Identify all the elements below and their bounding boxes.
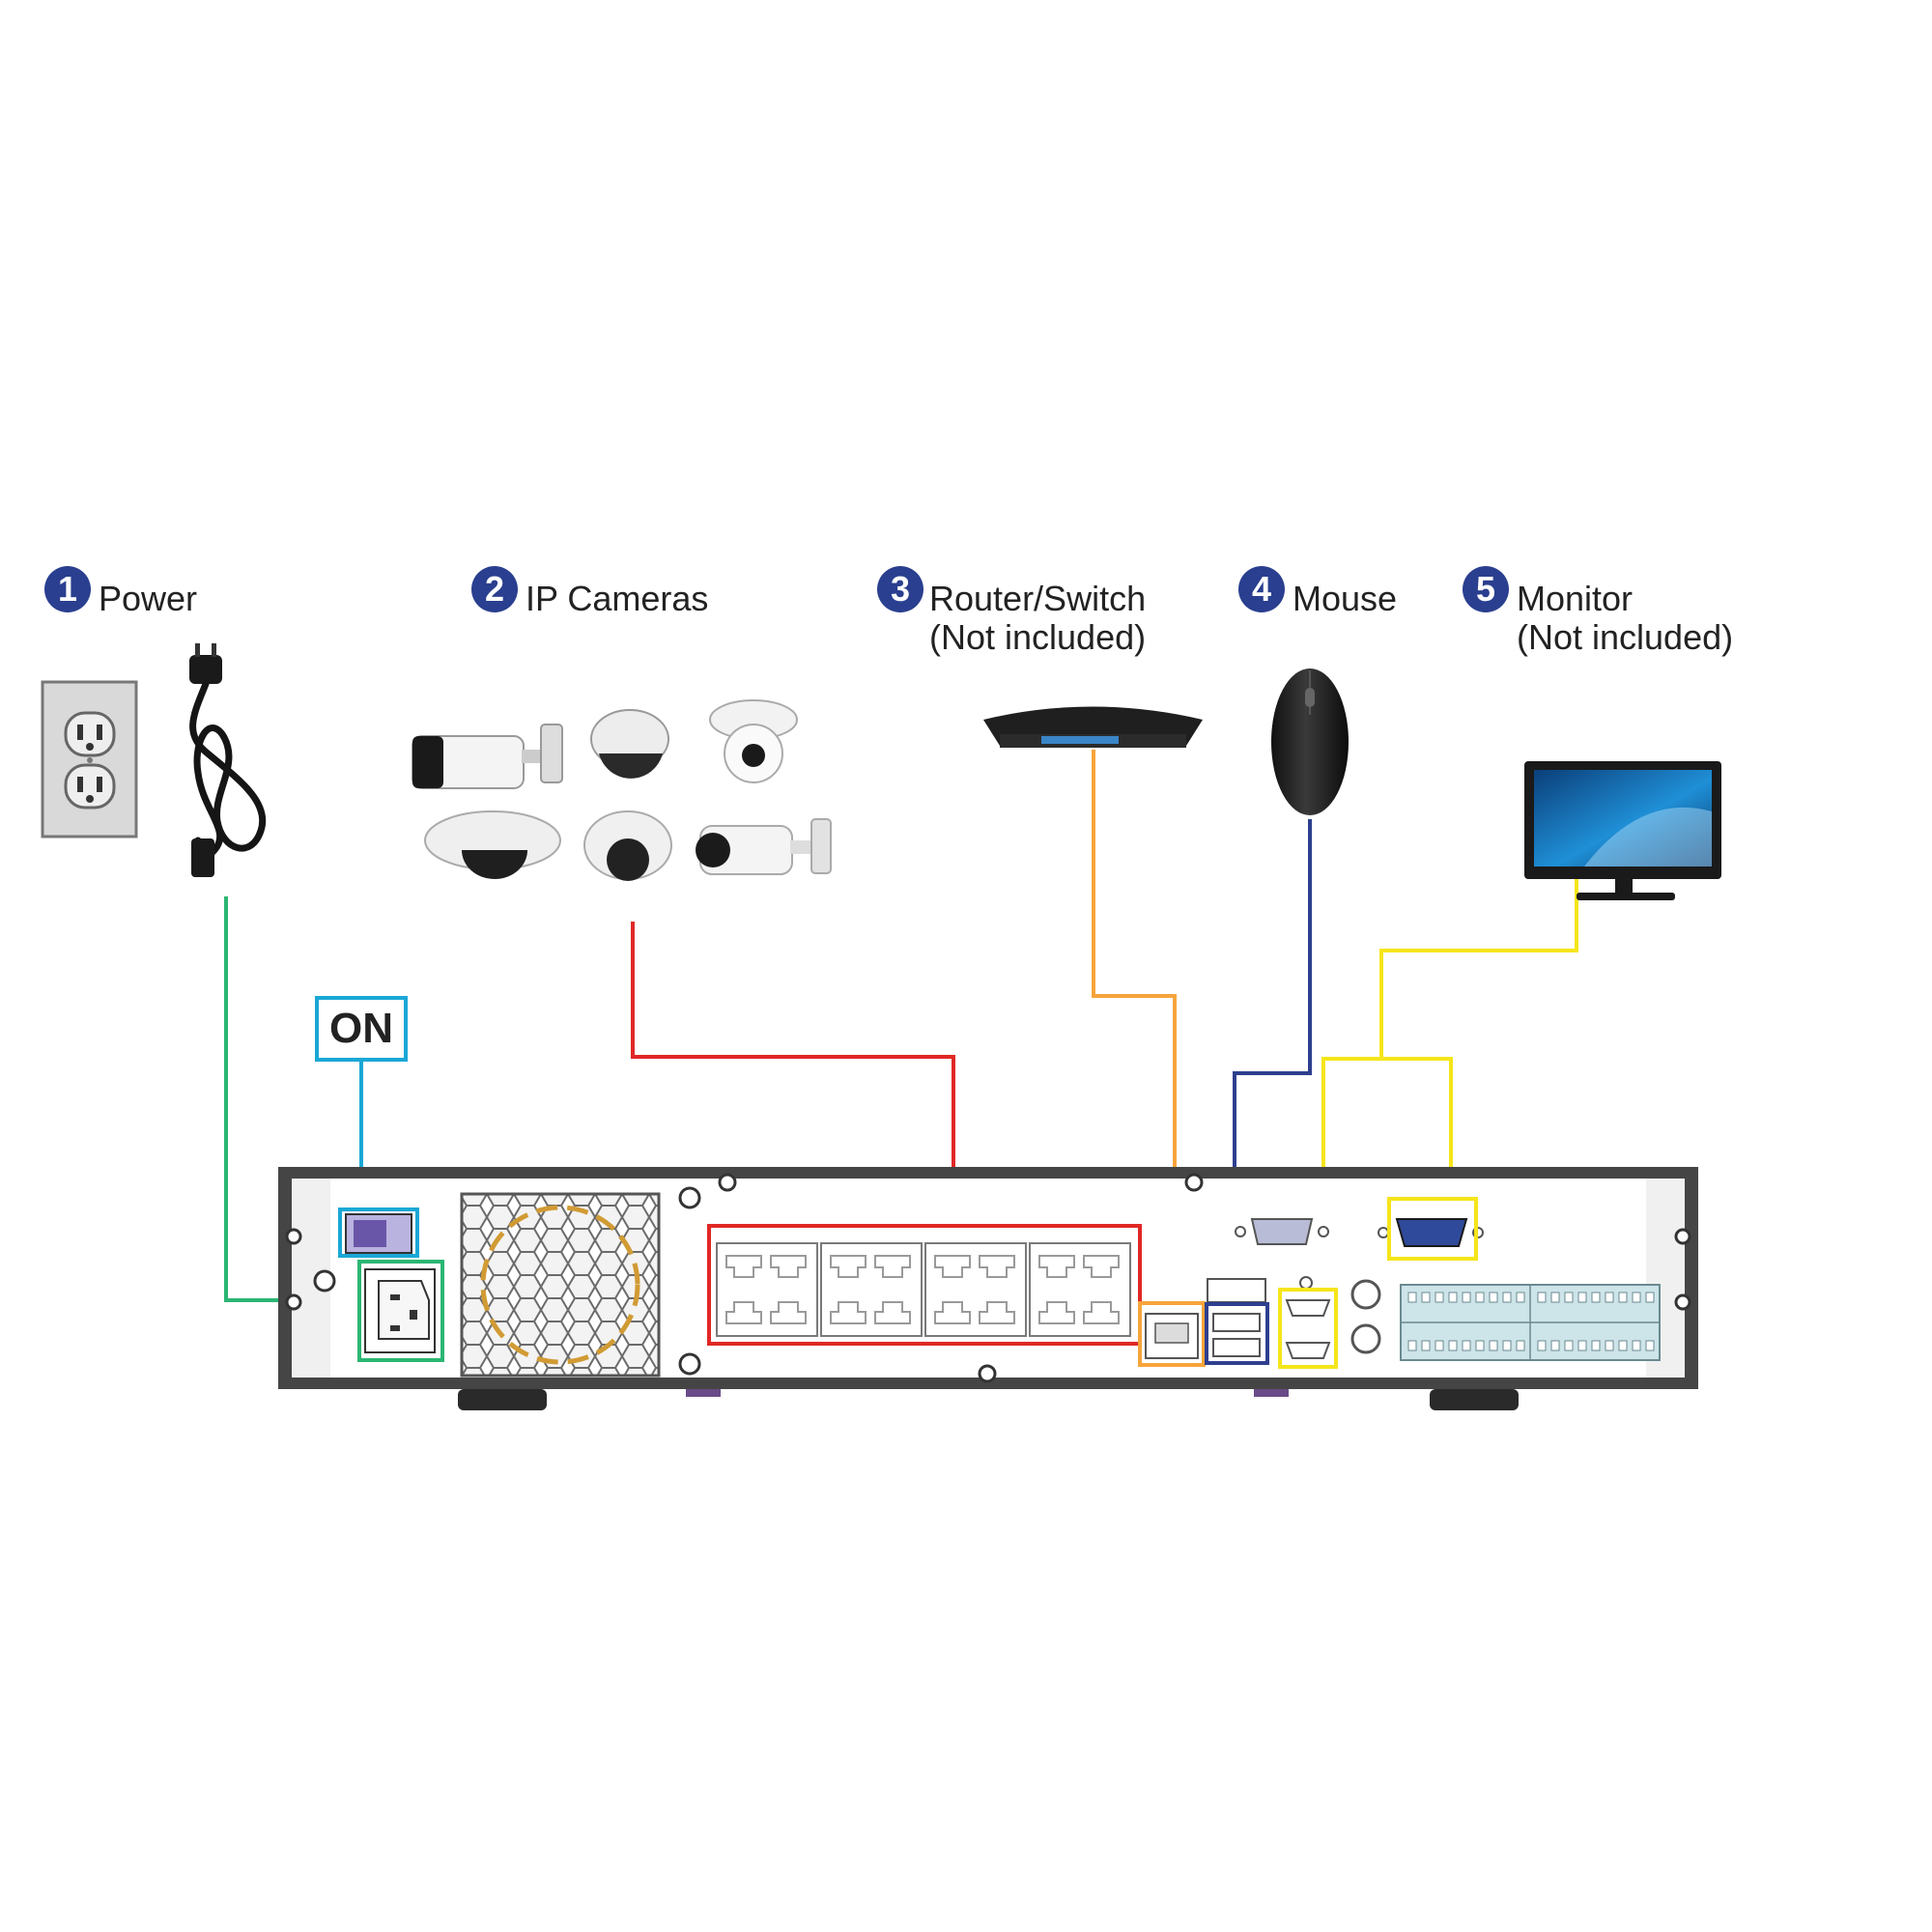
step-sublabel-router: (Not included) — [929, 617, 1147, 657]
step-badge-3: 3 — [877, 566, 923, 612]
router-icon — [983, 706, 1203, 748]
lan-port-highlight — [1138, 1301, 1206, 1367]
usb-ports-highlight — [1205, 1302, 1269, 1365]
vga-port-highlight — [1387, 1197, 1478, 1261]
step-label-power: Power — [99, 579, 198, 618]
step-badge-1: 1 — [44, 566, 91, 612]
power-inlet-highlight — [357, 1260, 444, 1362]
router-cable-line — [1092, 750, 1177, 1303]
nvr-back-panel — [278, 1167, 1698, 1410]
step-label-monitor: Monitor — [1517, 579, 1634, 618]
camera-cable-line — [631, 922, 955, 1226]
step-label-router: Router/Switch — [929, 579, 1147, 618]
power-switch-highlight — [338, 1208, 419, 1258]
step-badge-5: 5 — [1463, 566, 1509, 612]
step-badge-4: 4 — [1238, 566, 1285, 612]
hdmi-ports-highlight — [1278, 1288, 1338, 1369]
ip-camera-icon — [412, 699, 832, 881]
power-cord-icon — [189, 643, 267, 877]
poe-ports-highlight — [707, 1224, 1142, 1346]
step-label-mouse: Mouse — [1293, 579, 1398, 618]
monitor-icon — [1524, 761, 1721, 900]
mouse-icon — [1271, 668, 1349, 815]
step-label-ip-cameras: IP Cameras — [526, 579, 709, 618]
monitor-cable-line — [1379, 875, 1578, 1059]
wall-outlet-icon — [41, 680, 138, 838]
step-badge-2: 2 — [471, 566, 518, 612]
on-label: ON — [315, 996, 408, 1062]
step-sublabel-monitor: (Not included) — [1517, 617, 1734, 657]
